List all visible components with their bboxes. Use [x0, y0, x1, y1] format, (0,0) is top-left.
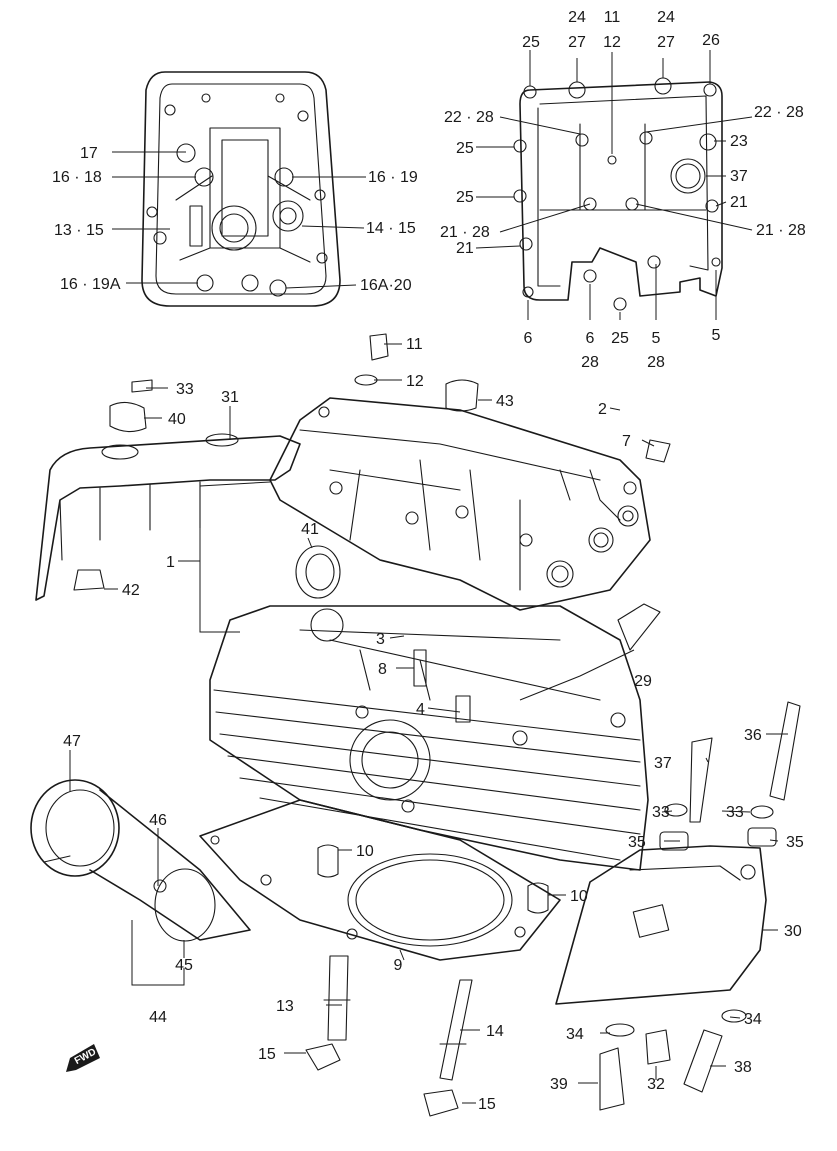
callout-38: 38 — [734, 1059, 752, 1076]
leader-lines — [69, 50, 788, 1104]
head-cover-gasket-view — [513, 77, 723, 311]
callout-27: 27 — [657, 34, 675, 51]
callout-labels: 24 27 11 12 24 27 25 26 22 · 28 22 · 28 … — [52, 9, 806, 1113]
callout-10: 10 — [356, 843, 374, 860]
callout-14-15: 14 · 15 — [366, 220, 416, 237]
callout-13-15: 13 · 15 — [54, 222, 104, 239]
callout-17: 17 — [80, 145, 98, 162]
callout-16-19A: 16 · 19A — [60, 276, 121, 293]
dowel-pin-right — [527, 882, 549, 914]
callout-32: 32 — [647, 1076, 665, 1093]
callout-26: 26 — [702, 32, 720, 49]
callout-13: 13 — [276, 998, 294, 1015]
callout-15: 15 — [258, 1046, 276, 1063]
callout-15: 15 — [478, 1096, 496, 1113]
intake-pipe — [30, 779, 251, 942]
callout-12: 12 — [406, 373, 424, 390]
valve-cover-inside-view — [141, 71, 341, 307]
callout-16A-20: 16A·20 — [360, 277, 412, 294]
callout-10: 10 — [570, 888, 588, 905]
cylinder-head — [209, 605, 649, 871]
callout-9: 9 — [394, 957, 403, 974]
callout-2: 2 — [598, 401, 607, 418]
callout-4: 4 — [416, 701, 425, 718]
callout-43: 43 — [496, 393, 514, 410]
callout-25: 25 — [456, 140, 474, 157]
callout-45: 45 — [175, 957, 193, 974]
callout-27: 27 — [568, 34, 586, 51]
callout-30: 30 — [784, 923, 802, 940]
fwd-arrow-icon: FWD — [66, 1044, 100, 1072]
callout-47: 47 — [63, 733, 81, 750]
callout-7: 7 — [622, 433, 631, 450]
callout-39: 39 — [550, 1076, 568, 1093]
callout-11: 11 — [604, 9, 621, 26]
cylinder-head-cover — [269, 397, 651, 611]
callout-22-28: 22 · 28 — [754, 104, 804, 121]
callout-33: 33 — [652, 804, 670, 821]
head-gasket — [199, 799, 561, 961]
heat-shield — [35, 433, 301, 601]
callout-33: 33 — [176, 381, 194, 398]
callout-35: 35 — [628, 834, 646, 851]
callout-35: 35 — [786, 834, 804, 851]
fasteners — [73, 333, 801, 1117]
callout-42: 42 — [122, 582, 140, 599]
callout-14: 14 — [486, 1023, 504, 1040]
side-cover — [555, 845, 767, 1005]
callout-22-28: 22 · 28 — [444, 109, 494, 126]
callout-23: 23 — [730, 133, 748, 150]
callout-34: 34 — [566, 1026, 584, 1043]
callout-28: 28 — [647, 354, 665, 371]
callout-46: 46 — [149, 812, 167, 829]
callout-28: 28 — [581, 354, 599, 371]
callout-33: 33 — [726, 804, 744, 821]
callout-24: 24 — [568, 9, 586, 26]
callout-29: 29 — [634, 673, 652, 690]
callout-5: 5 — [712, 327, 721, 344]
callout-21: 21 — [730, 194, 748, 211]
callout-3: 3 — [376, 631, 385, 648]
callout-25: 25 — [456, 189, 474, 206]
callout-41: 41 — [301, 521, 319, 538]
callout-21: 21 — [456, 240, 474, 257]
callout-37: 37 — [654, 755, 672, 772]
callout-11: 11 — [406, 336, 423, 353]
callout-25: 25 — [522, 34, 540, 51]
callout-16-19: 16 · 19 — [368, 169, 418, 186]
callout-6: 6 — [586, 330, 595, 347]
callout-1: 1 — [166, 554, 175, 571]
callout-44: 44 — [149, 1009, 167, 1026]
callout-12: 12 — [603, 34, 621, 51]
callout-8: 8 — [378, 661, 387, 678]
callout-31: 31 — [221, 389, 239, 406]
callout-6: 6 — [524, 330, 533, 347]
callout-16-18: 16 · 18 — [52, 169, 102, 186]
callout-21-28: 21 · 28 — [440, 224, 490, 241]
callout-25: 25 — [611, 330, 629, 347]
callout-24: 24 — [657, 9, 675, 26]
callout-5: 5 — [652, 330, 661, 347]
callout-36: 36 — [744, 727, 762, 744]
callout-40: 40 — [168, 411, 186, 428]
callout-37: 37 — [730, 168, 748, 185]
callout-34: 34 — [744, 1011, 762, 1028]
callout-21-28: 21 · 28 — [756, 222, 806, 239]
dowel-pin-left — [317, 844, 339, 878]
